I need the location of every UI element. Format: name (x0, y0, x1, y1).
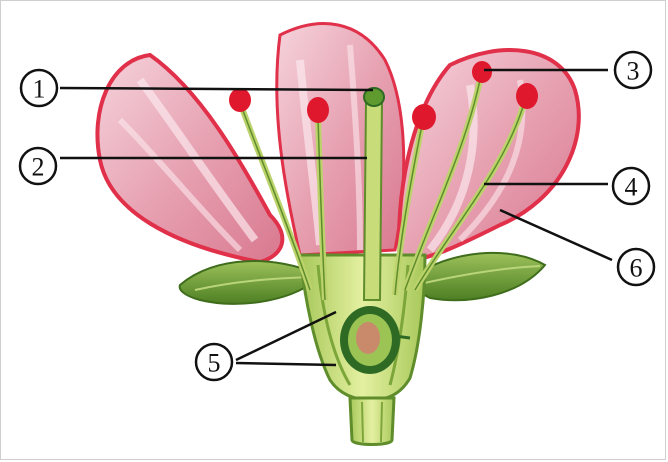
anther (229, 88, 251, 112)
callout-3-text: 3 (627, 57, 640, 86)
sepal-left (180, 261, 320, 304)
leader-line-5b (236, 363, 336, 365)
callout-4-text: 4 (625, 173, 638, 202)
pistil (364, 88, 384, 300)
anther (516, 83, 538, 109)
callout-5: 5 (196, 344, 232, 380)
callout-1: 1 (21, 70, 57, 106)
style (364, 100, 382, 300)
callout-2-text: 2 (32, 153, 45, 182)
callout-6: 6 (618, 249, 654, 285)
callout-1-text: 1 (33, 75, 46, 104)
anther (472, 61, 492, 83)
anther (412, 104, 436, 130)
callout-2: 2 (20, 148, 56, 184)
stem (350, 398, 394, 445)
callout-3: 3 (615, 52, 651, 88)
anther (307, 97, 329, 123)
callout-5-text: 5 (208, 349, 221, 378)
sepal-right (410, 253, 545, 300)
ovule (356, 322, 380, 354)
callout-4: 4 (613, 168, 649, 204)
petal-center (277, 24, 404, 255)
callout-6-text: 6 (630, 254, 643, 283)
leader-line-6 (500, 210, 612, 260)
